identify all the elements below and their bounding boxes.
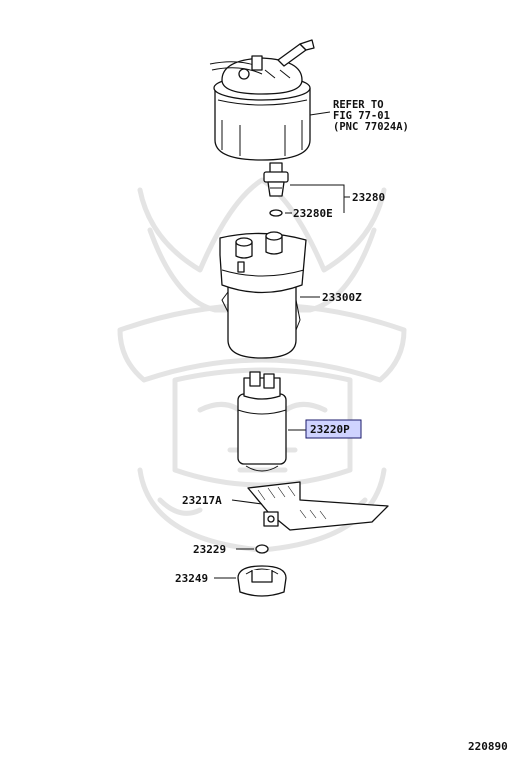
fuel-strainer — [247, 481, 389, 531]
o-ring — [269, 209, 283, 217]
pressure-regulator — [263, 162, 289, 197]
refer-to-line2: FIG 77-01 — [333, 110, 390, 122]
fuel-pump — [237, 371, 287, 472]
fuel-pump-housing — [219, 231, 307, 359]
part-label-23249: 23249 — [175, 572, 208, 585]
part-label-23280e: 23280E — [293, 207, 333, 220]
highlighted-part-box — [305, 419, 362, 439]
part-label-23300z: 23300Z — [322, 291, 362, 304]
refer-to-line3: (PNC 77024A) — [333, 121, 409, 133]
part-label-23220p: 23220P — [310, 423, 350, 436]
part-label-23217a: 23217A — [182, 494, 222, 507]
part-label-23229: 23229 — [193, 543, 226, 556]
refer-to-line1: REFER TO — [333, 99, 384, 111]
fuel-filter-assembly — [209, 39, 315, 161]
diagram-number: 220890 — [468, 740, 508, 753]
cushion — [237, 565, 287, 597]
part-label-23280: 23280 — [352, 191, 385, 204]
clip — [255, 544, 269, 554]
